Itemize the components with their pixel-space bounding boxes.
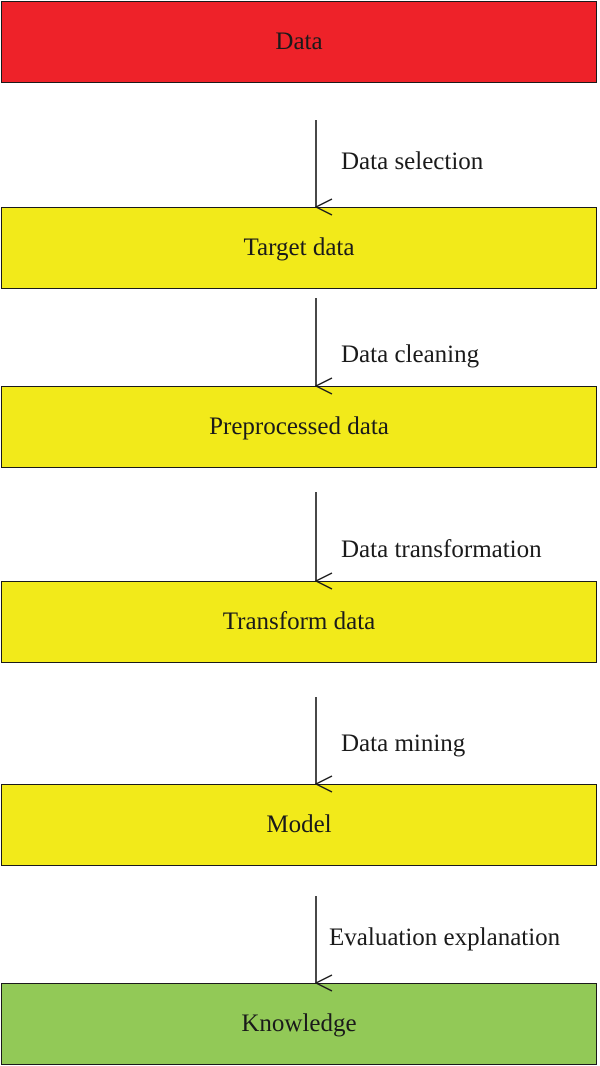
- stage-label: Data: [275, 28, 323, 55]
- step-label-evaluation-explanation: Evaluation explanation: [329, 924, 561, 951]
- stage-label: Transform data: [222, 608, 376, 635]
- step-label-data-transformation: Data transformation: [341, 536, 542, 563]
- stage-box-knowledge: Knowledge: [1, 983, 597, 1065]
- stage-label: Preprocessed data: [209, 413, 389, 440]
- stage-box-preprocessed-data: Preprocessed data: [1, 386, 597, 468]
- stage-label: Knowledge: [241, 1010, 357, 1037]
- step-label-data-selection: Data selection: [341, 148, 484, 175]
- step-label-data-cleaning: Data cleaning: [341, 341, 480, 368]
- stage-label: Target data: [243, 234, 355, 261]
- stage-box-transform-data: Transform data: [1, 581, 597, 663]
- stage-box-target-data: Target data: [1, 207, 597, 289]
- stage-box-data: Data: [1, 1, 597, 83]
- stage-box-model: Model: [1, 784, 597, 866]
- step-label-data-mining: Data mining: [341, 730, 466, 757]
- stage-label: Model: [266, 811, 332, 838]
